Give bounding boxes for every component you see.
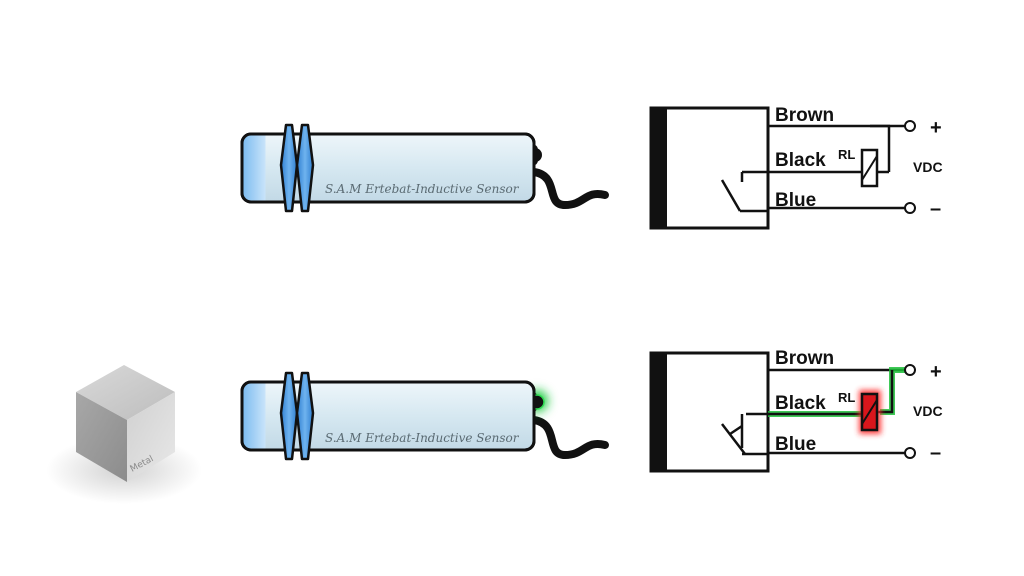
label-brown: Brown	[775, 105, 834, 126]
metal-target: Metal	[46, 365, 202, 504]
terminal-circle-icon	[904, 202, 916, 214]
label-minus: –	[930, 442, 941, 464]
label-black: Black	[775, 393, 826, 414]
label-blue: Blue	[775, 190, 816, 211]
label-brown: Brown	[775, 348, 834, 369]
terminal-circle-icon	[904, 120, 916, 132]
label-black: Black	[775, 150, 826, 171]
label-blue: Blue	[775, 434, 816, 455]
sensor-ring-2	[295, 371, 315, 461]
circuit-sensor-box	[649, 351, 770, 473]
circuit-off: Brown Black Blue RL VDC + –	[649, 105, 943, 230]
terminal-circle-icon	[904, 364, 916, 376]
sensor-label: S.A.M Ertebat-Inductive Sensor	[325, 431, 520, 445]
sensor-on: S.A.M Ertebat-Inductive Sensor	[240, 371, 609, 461]
circuit-on: Brown Black Blue RL VDC + –	[649, 348, 943, 473]
open-switch	[720, 179, 742, 212]
sensor-off: S.A.M Ertebat-Inductive Sensor	[240, 123, 609, 213]
sensor-cable	[530, 416, 609, 460]
label-rl: RL	[838, 390, 855, 405]
label-vdc: VDC	[913, 159, 943, 175]
label-plus: +	[930, 117, 942, 139]
label-minus: –	[930, 198, 941, 220]
sensor-ring-1	[279, 371, 299, 461]
sensor-label: S.A.M Ertebat-Inductive Sensor	[325, 182, 520, 196]
label-plus: +	[930, 361, 942, 383]
terminal-circle-icon	[904, 447, 916, 459]
sensor-ring-2	[295, 123, 315, 213]
sensor-cable	[530, 168, 609, 210]
label-rl: RL	[838, 147, 855, 162]
sensor-face	[243, 135, 266, 201]
circuit-sensor-box	[649, 106, 770, 230]
sensor-ring-1	[279, 123, 299, 213]
closed-switch	[721, 423, 746, 455]
label-vdc: VDC	[913, 403, 943, 419]
sensor-face	[243, 383, 266, 449]
metal-cube-icon	[76, 365, 175, 420]
